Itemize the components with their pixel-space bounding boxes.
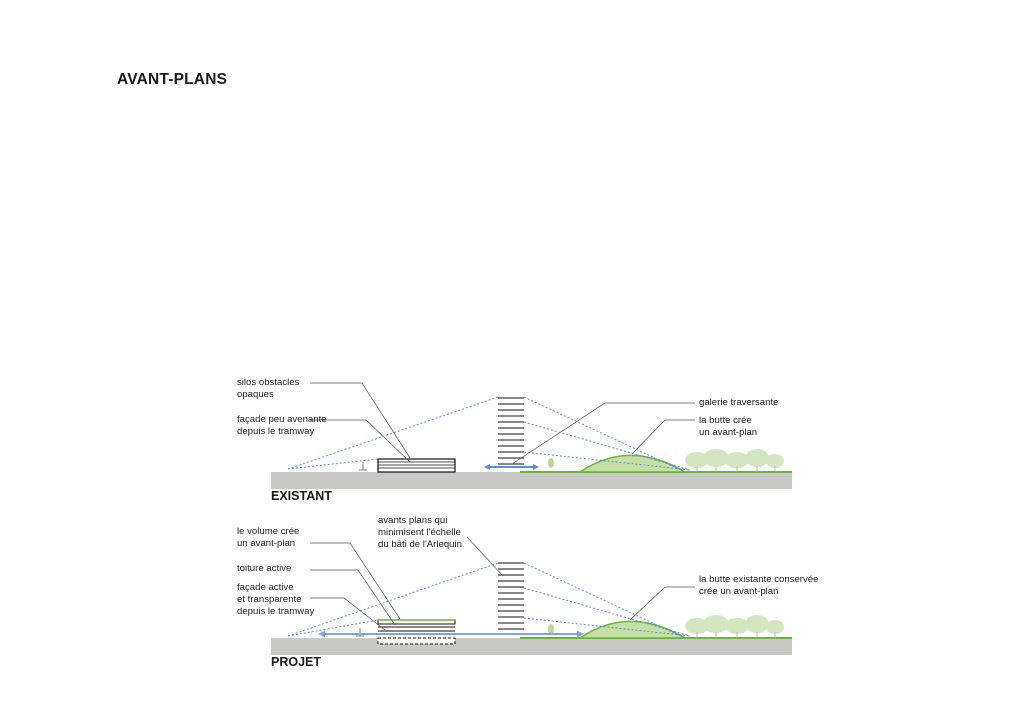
page-title: AVANT-PLANS [117,71,228,88]
project-sightlines [287,562,691,639]
project-tower [498,562,524,630]
existing-sightlines [287,396,691,473]
project-shrub [548,624,554,634]
existing-trees [685,449,784,472]
existing-shrub [548,458,554,468]
existing-tower [498,397,524,467]
note-toiture: toiture active [237,563,292,574]
note-butte-existing: la butte crée un avant-plan [699,415,758,438]
note-volume: le volume crée un avant-plan [237,526,300,549]
note-galerie: galerie traversante [699,397,779,408]
note-facade-project: façade active et transparente depuis le … [237,582,315,617]
note-silos: silos obstacles opaques [237,377,300,400]
existing-ground [271,472,792,489]
existing-person-marker [359,462,367,471]
project-leaders [310,536,695,631]
note-butte-project: la butte existante conservée crée un ava… [699,574,819,597]
project-label: PROJET [271,655,322,669]
existing-gallery-arrow [484,464,539,470]
project-circulation-arrow [318,630,584,638]
note-facade-existing: façade peu avenante depuis le tramway [237,414,327,437]
existing-section [271,382,792,489]
project-ground [271,638,792,655]
project-trees [685,615,784,638]
note-avants-plans: avants plans qui minimisent l'échelle du… [378,515,462,550]
existing-label: EXISTANT [271,489,332,503]
existing-silos-building [377,458,456,473]
existing-leaders [310,382,695,465]
project-section [271,536,792,655]
project-new-building [377,619,456,645]
